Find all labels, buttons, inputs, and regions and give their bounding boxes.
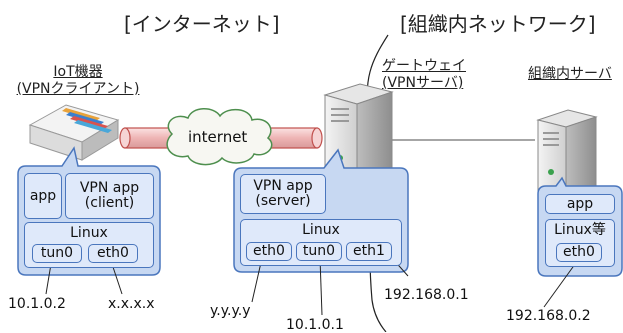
srv-eth0-label: eth0 (563, 244, 595, 261)
gw-tun0-iface: tun0 (296, 242, 342, 261)
internet-cloud (166, 108, 273, 166)
gw-eth0-iface: eth0 (246, 242, 292, 261)
iot-device-name: IoT機器 (53, 64, 103, 80)
gw-vpn-app-role: (server) (255, 193, 311, 209)
internal-server-icon (536, 109, 598, 201)
internet-zone-heading: [インターネット] (124, 12, 280, 36)
gateway-name: ゲートウェイ (382, 58, 466, 74)
srv-eth0-iface: eth0 (556, 243, 602, 262)
gw-vpn-app-box: VPN app (server) (240, 174, 326, 214)
gw-eth1-label: eth1 (353, 243, 385, 260)
iot-vpn-app-role: (client) (84, 195, 135, 211)
internal-server-name: 組織内サーバ (528, 66, 612, 82)
gw-vpn-app-label: VPN app (253, 178, 313, 195)
internet-cloud-label: internet (188, 128, 248, 146)
srv-app-box: app (545, 194, 615, 214)
gw-tun0-address: 10.1.0.1 (286, 317, 344, 333)
srv-os-label: Linux等 (554, 222, 606, 238)
iot-device-caption: IoT機器 (VPNクライアント) (10, 64, 146, 98)
gw-eth1-address: 192.168.0.1 (384, 287, 469, 303)
iot-tun0-label: tun0 (40, 245, 74, 262)
gw-eth1-iface: eth1 (346, 242, 392, 261)
intranet-zone-heading: [組織内ネットワーク] (400, 12, 596, 36)
iot-app-label: app (29, 187, 57, 204)
srv-eth0-address: 192.168.0.2 (506, 308, 591, 324)
gw-eth0-address: y.y.y.y (210, 303, 251, 319)
iot-eth0-address: x.x.x.x (108, 296, 155, 312)
gateway-role: (VPNサーバ) (382, 75, 464, 91)
iot-tun0-address: 10.1.0.2 (8, 296, 66, 312)
iot-vpn-app-box: VPN app (client) (65, 173, 154, 219)
iot-tun0-iface: tun0 (32, 244, 82, 263)
iot-device-icon (28, 104, 120, 161)
iot-vpn-app-label: VPN app (79, 180, 140, 197)
iot-device-role: (VPNクライアント) (16, 81, 140, 97)
gw-os-label: Linux (302, 222, 340, 238)
gateway-caption: ゲートウェイ (VPNサーバ) (382, 58, 466, 92)
internal-server-caption: 組織内サーバ (528, 66, 612, 83)
srv-app-label: app (566, 195, 594, 212)
iot-app-box: app (24, 173, 62, 219)
iot-os-label: Linux (70, 225, 108, 241)
iot-eth0-label: eth0 (97, 245, 129, 262)
iot-eth0-iface: eth0 (88, 244, 138, 263)
gw-tun0-label: tun0 (302, 243, 336, 260)
gw-eth0-label: eth0 (253, 243, 285, 260)
